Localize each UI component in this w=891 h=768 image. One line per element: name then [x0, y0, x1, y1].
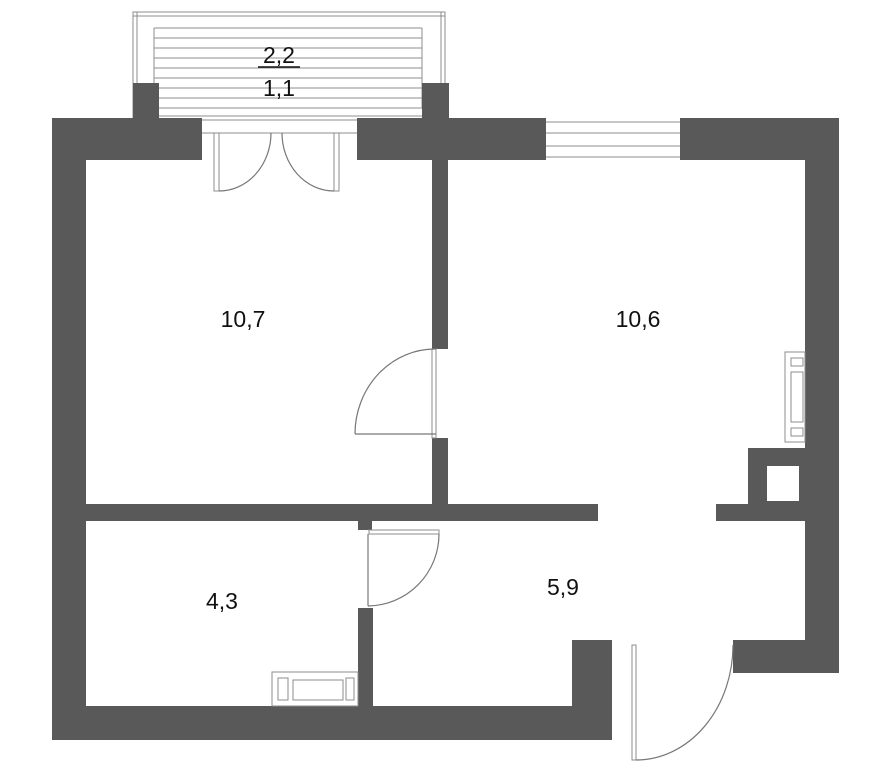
- balcony-door: [202, 119, 357, 192]
- bath-fixture: [271, 671, 359, 707]
- door-bathroom: [367, 529, 440, 607]
- living-room-area-label: 10,6: [616, 306, 661, 332]
- radiator-living-room: [784, 351, 806, 443]
- balcony-area-label: 2,2: [263, 42, 295, 68]
- bedroom-area-label: 10,7: [221, 306, 266, 332]
- balcony-post-right: [422, 83, 449, 121]
- hallway-area-label: 5,9: [547, 574, 579, 600]
- balcony-post-left: [133, 83, 159, 121]
- window-living-room: [546, 121, 680, 158]
- bathroom-area-label: 4,3: [206, 588, 238, 614]
- interior-walls: [86, 155, 807, 708]
- outer-walls: [52, 118, 839, 740]
- entrance-door: [631, 644, 734, 761]
- door-bedroom: [354, 348, 437, 439]
- balcony-ratio-label: 1,1: [263, 75, 295, 101]
